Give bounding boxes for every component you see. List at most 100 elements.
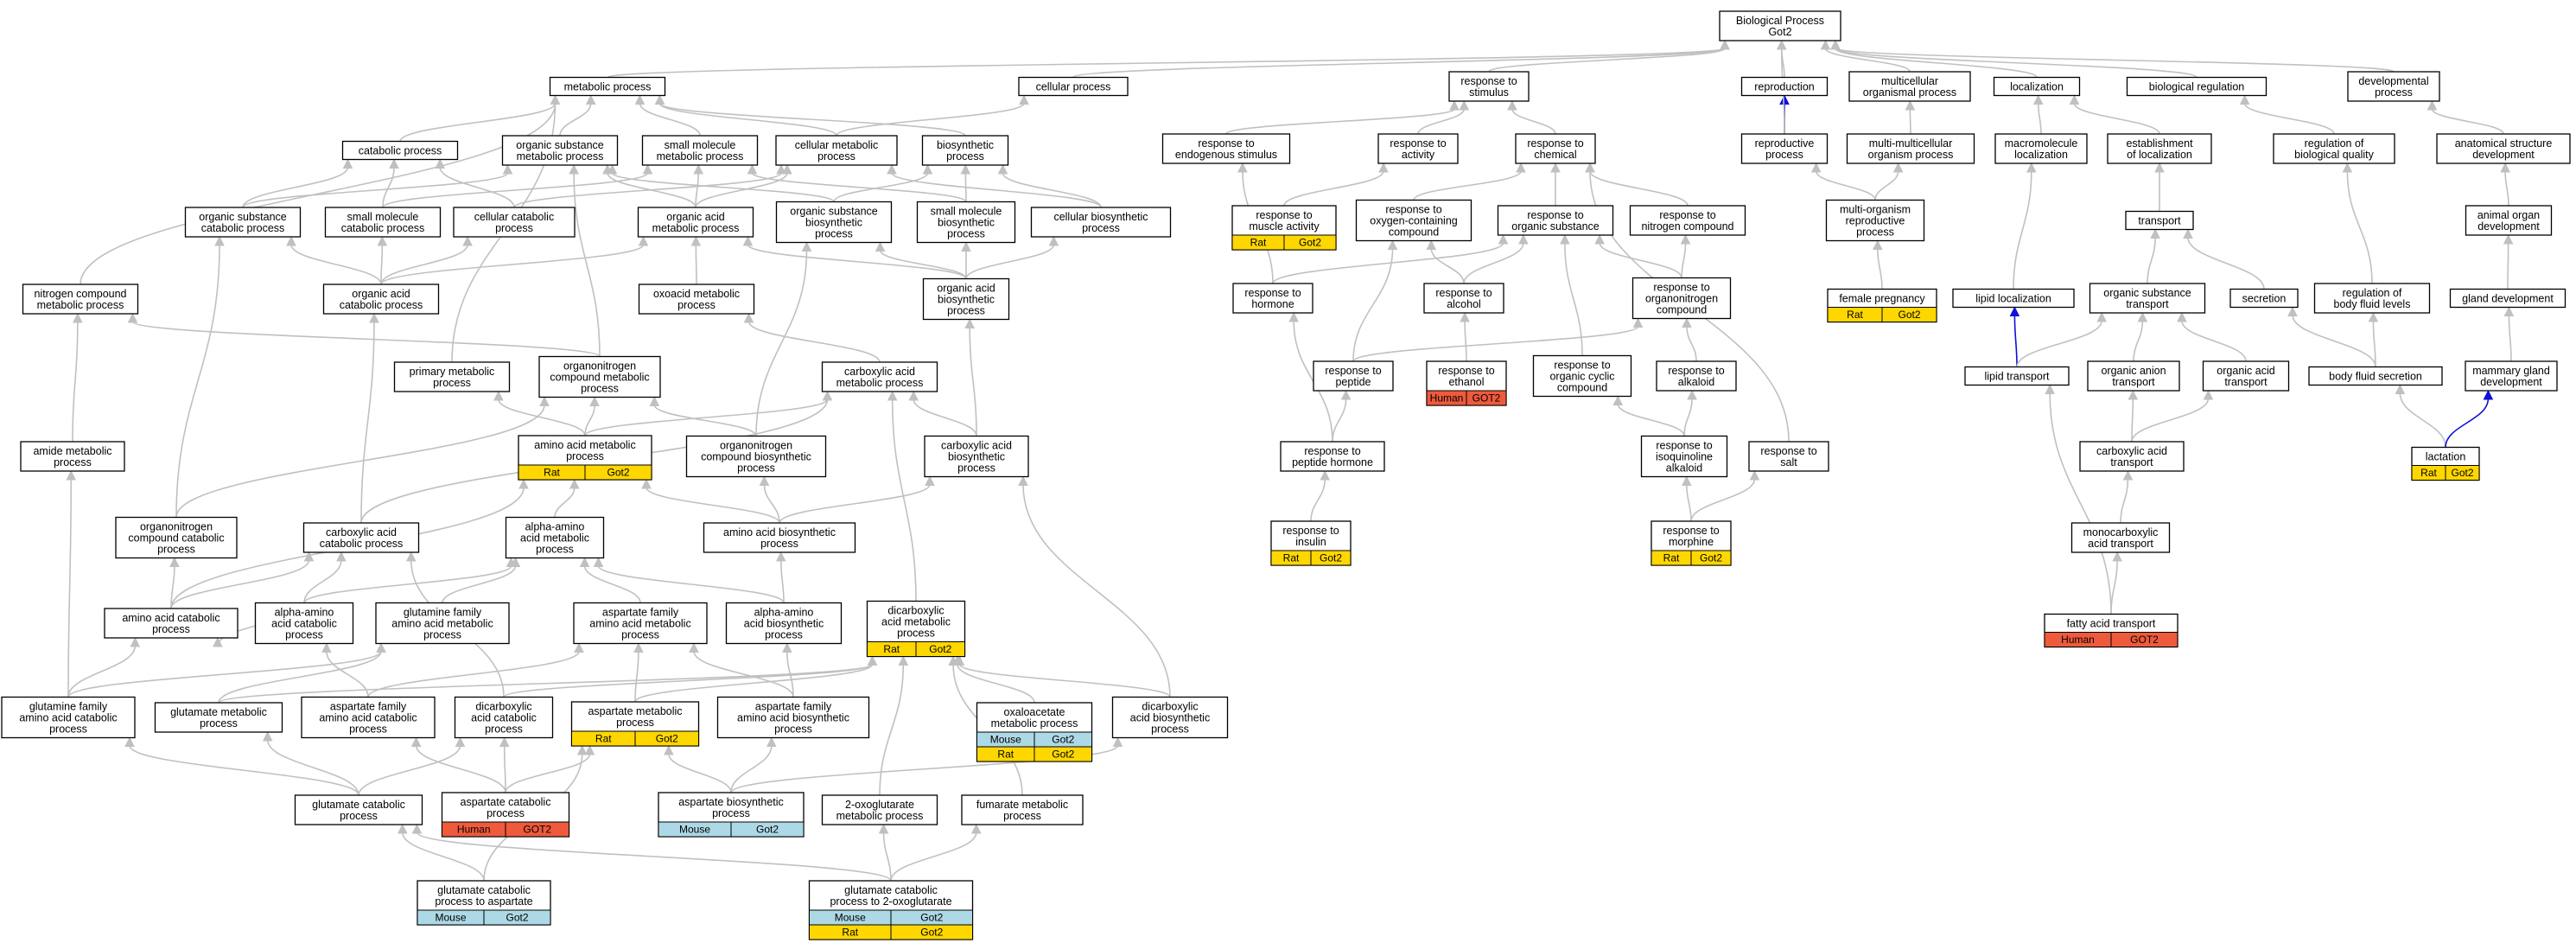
edge-resp_hormone-to-resp_orgsub — [1272, 233, 1509, 284]
node-label-line: small molecule — [347, 211, 419, 223]
node-box — [775, 201, 893, 244]
node-label-line: lipid localization — [1975, 293, 2051, 305]
node-label-line: organic substance — [790, 206, 878, 218]
node-box — [916, 201, 1016, 244]
go-term-node-gland-dev: gland development — [2449, 288, 2566, 309]
node-box — [375, 602, 510, 645]
edge-orgacid_cat-to-orgacid_met — [380, 235, 649, 285]
gene-label: Got2 — [929, 643, 951, 655]
species-label: Human — [457, 824, 491, 836]
node-label-line: carboxylic acid — [844, 366, 915, 378]
node-label-line: process — [340, 810, 378, 822]
node-label-line: fumarate metabolic — [976, 799, 1068, 811]
node-box — [922, 277, 1010, 321]
node-label-line: peptide hormone — [1292, 456, 1373, 468]
node-box — [1964, 366, 2070, 386]
node-label-line: process — [1151, 723, 1189, 736]
edge-aspfam_bios-to-aspfam_met — [689, 642, 794, 698]
gene-cell — [2445, 465, 2480, 481]
edge-resp_orgsub-to-resp_chem — [1550, 162, 1561, 207]
node-label-line: organic acid — [937, 283, 995, 295]
edge-secretion-to-transport — [2183, 228, 2265, 290]
node-label-line: process — [152, 623, 190, 635]
gene-cell — [1283, 234, 1337, 251]
node-box — [2089, 283, 2206, 314]
node-label-line: insulin — [1295, 536, 1326, 548]
node-label-line: process — [815, 228, 853, 240]
edge-fatty_trans-to-lipid_trans — [2045, 384, 2112, 615]
edge-estab_loc-to-localization — [2069, 94, 2160, 135]
edge-orgnitro_bios-to-orgnitro_met — [649, 396, 757, 436]
node-box — [1161, 133, 1291, 164]
node-label-line: process — [957, 462, 995, 475]
node-label-line: biosynthetic — [948, 451, 1005, 463]
node-label-line: organism process — [1868, 149, 1954, 161]
edge-carbox_trans-to-organion_trans — [2128, 389, 2139, 443]
node-label-line: response to — [1435, 287, 1492, 299]
node-box — [2107, 133, 2212, 164]
node-label-line: process — [677, 299, 716, 311]
edge-gland_dev-to-animal_organ — [2503, 233, 2514, 290]
edge-asp_met-to-dicarb_met — [634, 655, 878, 703]
node-label-line: organonitrogen — [140, 521, 213, 533]
edge-glut_cat-to-dicarb_cat — [358, 736, 466, 796]
node-label-line: response to — [1325, 365, 1381, 377]
node-box — [2436, 133, 2571, 164]
node-label-line: response to — [1282, 525, 1339, 537]
gene-cell — [634, 730, 699, 747]
node-label-line: biosynthetic — [937, 139, 994, 151]
node-label-line: organic substance — [199, 211, 287, 223]
node-box — [1719, 10, 1841, 41]
edge-orgsub_cat-to-catabolic — [242, 158, 353, 208]
node-label-line: multi-organism — [1840, 204, 1911, 216]
node-label-line: acid catabolic — [471, 712, 537, 724]
node-label-line: amino acid metabolic — [589, 618, 690, 630]
node-label-line: alkaloid — [1666, 462, 1702, 475]
edge-orgnitro_met-to-orgsub_met — [569, 163, 601, 357]
node-label-line: response to — [1760, 445, 1816, 457]
node-label-line: alkaloid — [1678, 376, 1714, 388]
node-label-line: carboxylic acid — [941, 440, 1012, 452]
edge-resp_peptide-to-resp_oxy — [1352, 239, 1398, 362]
node-label-line: process — [2375, 86, 2413, 99]
edge-resp_isoq-to-resp_alkaloid — [1683, 389, 1697, 436]
edge-body_fluid_sec-to-secretion — [2287, 306, 2376, 367]
node-box — [2347, 71, 2440, 102]
edge-resp_orgnitro-to-resp_orgsub — [1594, 233, 1682, 278]
node-label-line: body fluid levels — [2334, 298, 2411, 310]
node-label-line: cellular biosynthetic — [1053, 211, 1148, 223]
node-label-line: carboxylic acid — [326, 526, 397, 538]
node-label-line: reproductive — [1755, 137, 1815, 150]
edge-alpha_aa_bios-to-aa_bios — [775, 551, 786, 603]
node-box — [302, 522, 420, 553]
gene-label: Got2 — [1299, 237, 1321, 249]
node-label-line: chemical — [1534, 149, 1576, 161]
node-label-line: monocarboxylic — [2083, 526, 2159, 538]
node-box — [2449, 288, 2566, 309]
edge-orgsub_bios-to-orgsub_met — [607, 163, 835, 203]
node-label-line: process — [433, 377, 471, 389]
gene-label: GOT2 — [1472, 392, 1501, 405]
edge-resp_orgcyc-to-resp_orgsub — [1560, 233, 1583, 356]
edge-asp_met-to-aspfam_met — [633, 642, 644, 703]
node-box — [501, 135, 619, 166]
edge-orgacid_bios-to-orgsub_bios — [875, 241, 967, 279]
edge-mammary_dev-to-gland_dev — [2503, 306, 2515, 362]
edge-reg_bodyfluid-to-reg_bioqual — [2342, 162, 2373, 284]
edge-lactation-to-body_fluid_sec — [2395, 384, 2446, 448]
gene-cell — [1690, 550, 1732, 566]
edge-resp_orgnitro-to-resp_nitro — [1680, 233, 1691, 278]
